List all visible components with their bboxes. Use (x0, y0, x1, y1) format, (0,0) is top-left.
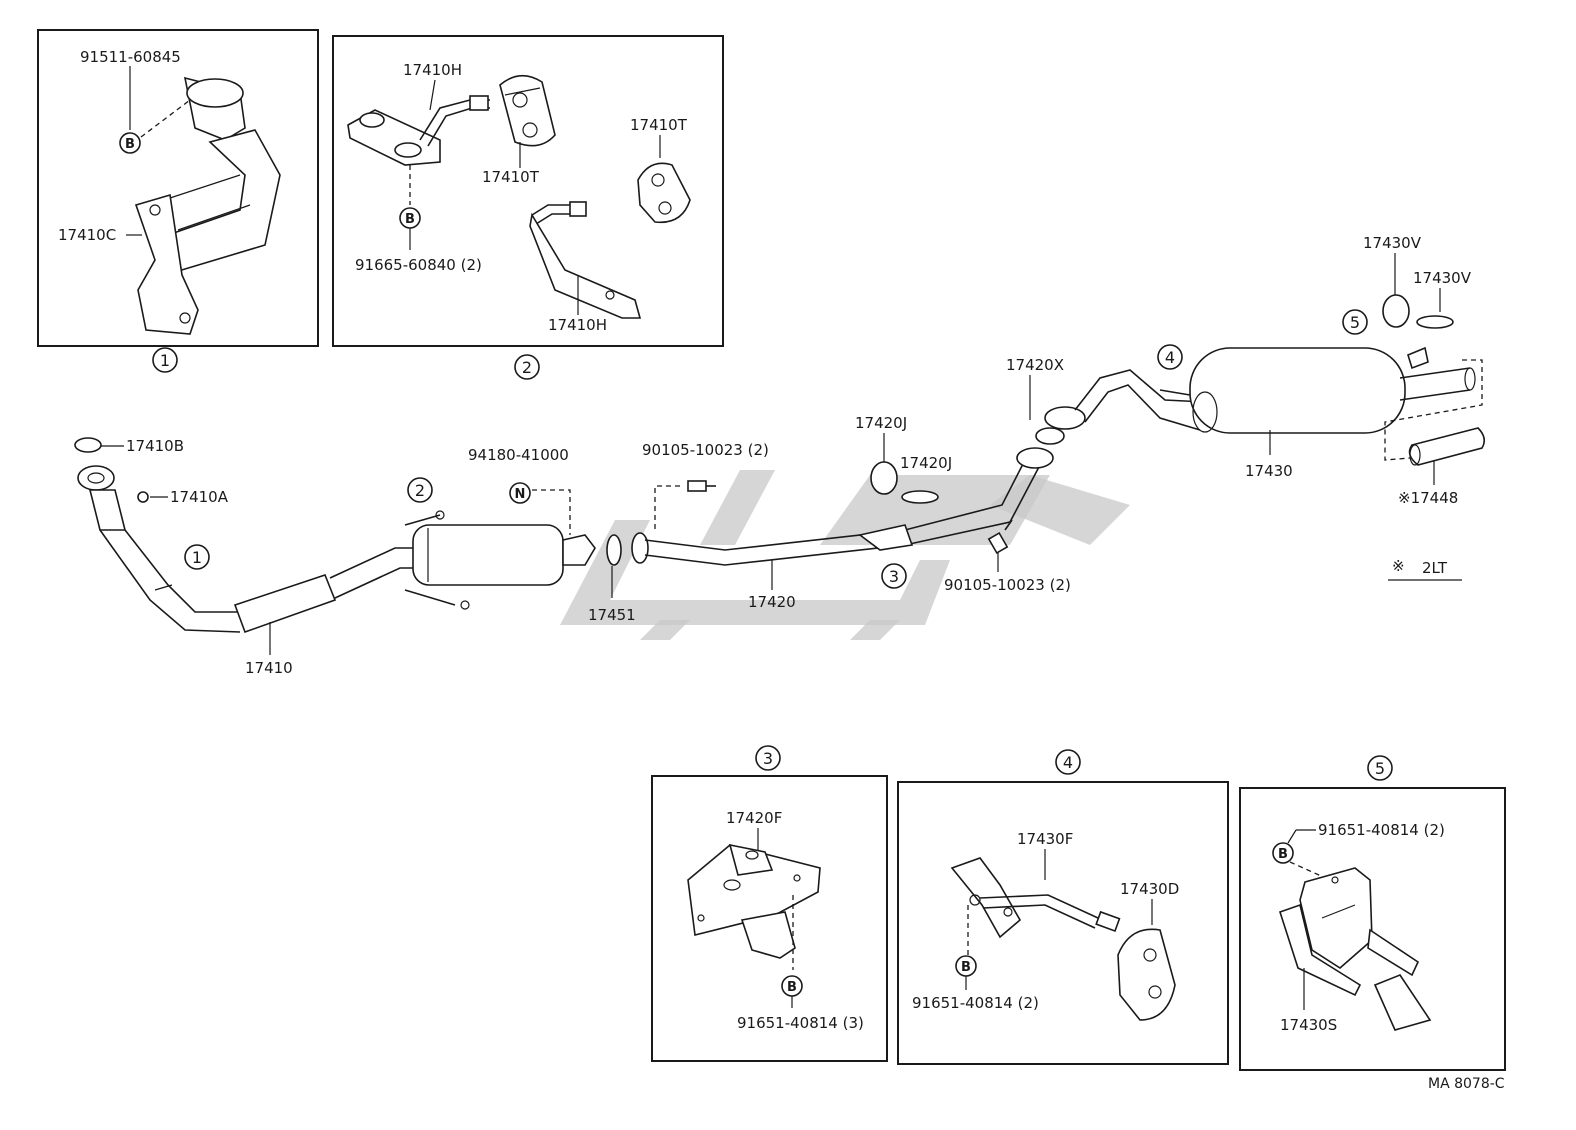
part-bracket-17430S (1278, 867, 1432, 1031)
label-91511-60845: 91511-60845 (80, 48, 181, 66)
label-17420F: 17420F (726, 809, 782, 827)
label-90105-10023-a: 90105-10023 (2) (642, 441, 769, 459)
detail-box-5: 91651-40814 (2) B 17430S (1239, 787, 1506, 1071)
svg-text:3: 3 (763, 749, 773, 768)
circle-label-1-box: 1 (152, 347, 178, 373)
circle-label-5-box: 5 (1367, 755, 1393, 781)
svg-text:B: B (125, 137, 135, 152)
part-hanger-17410H (347, 95, 490, 166)
part-bracket-17410C (134, 76, 281, 335)
nut-17410A (137, 491, 149, 503)
tail-extension-17448 (1408, 427, 1486, 466)
bolt-90105-10023-a (687, 480, 716, 492)
svg-text:B: B (961, 960, 971, 975)
part-bracket-17420F (687, 843, 821, 959)
svg-text:N: N (515, 487, 526, 502)
label-90105-10023-b: 90105-10023 (2) (944, 576, 1071, 594)
badge-b: B (781, 975, 803, 997)
circle-label-4-box: 4 (1055, 749, 1081, 775)
circle-label-2-main: 2 (407, 477, 433, 503)
label-94180-41000: 94180-41000 (468, 446, 569, 464)
label-17448: ※17448 (1398, 489, 1458, 507)
svg-text:※: ※ (1392, 557, 1405, 575)
label-17430V-a: 17430V (1363, 234, 1422, 252)
label-17410T-b: 17410T (630, 116, 688, 134)
circle-label-1-main: 1 (184, 544, 210, 570)
label-17410C: 17410C (58, 226, 116, 244)
svg-text:B: B (787, 980, 797, 995)
svg-text:B: B (1278, 847, 1288, 862)
svg-text:5: 5 (1375, 759, 1385, 778)
svg-text:2LT: 2LT (1422, 559, 1448, 577)
hanger-bracket-3 (858, 524, 914, 551)
label-91665-60840: 91665-60840 (2) (355, 256, 482, 274)
detail-box-1: 91511-60845 B 17410C (37, 29, 319, 347)
badge-n: N (509, 482, 531, 504)
label-17451: 17451 (588, 606, 636, 624)
badge-b: B (399, 207, 421, 229)
label-17410B: 17410B (126, 437, 184, 455)
svg-text:B: B (405, 212, 415, 227)
part-rubber-hanger-17410T-b (637, 162, 691, 224)
part-hanger-17430F (950, 857, 1121, 939)
gasket-17451 (606, 534, 622, 566)
label-91651-40814-a: 91651-40814 (3) (737, 1014, 864, 1032)
tail-pipe-17430 (1044, 346, 1476, 434)
label-17410H-b: 17410H (548, 316, 607, 334)
label-17410: 17410 (245, 659, 293, 677)
center-muffler (404, 510, 596, 610)
badge-b: B (119, 132, 141, 154)
label-17420J-b: 17420J (900, 454, 952, 472)
badge-b: B (955, 955, 977, 977)
label-17420: 17420 (748, 593, 796, 611)
svg-text:1: 1 (160, 351, 170, 370)
detail-box-4: 17430F 17430D B 91651-40814 (2) (897, 781, 1229, 1065)
part-rubber-hanger-17410T-a (499, 74, 556, 147)
svg-text:2: 2 (415, 481, 425, 500)
drawing-code: MA 8078-C (1428, 1076, 1505, 1092)
gasket-17420J-b (901, 490, 939, 504)
svg-text:5: 5 (1350, 313, 1360, 332)
label-17430V-b: 17430V (1413, 269, 1472, 287)
svg-text:4: 4 (1063, 753, 1073, 772)
label-17430F: 17430F (1017, 830, 1073, 848)
circle-label-2-box: 2 (514, 354, 540, 380)
circle-label-3-main: 3 (881, 563, 907, 589)
detail-box-3: 17420F B 91651-40814 (3) (651, 775, 888, 1062)
svg-text:2: 2 (522, 358, 532, 377)
gasket-17430V-a (1382, 294, 1410, 328)
label-91651-40814-c: 91651-40814 (2) (1318, 821, 1445, 839)
gasket-17430V-b (1416, 315, 1454, 329)
circle-label-5-main: 5 (1342, 309, 1368, 335)
label-17420X: 17420X (1006, 356, 1064, 374)
label-17430D: 17430D (1120, 880, 1179, 898)
front-pipe-17410 (77, 465, 415, 634)
svg-text:4: 4 (1165, 348, 1175, 367)
detail-box-2: 17410H B 91665-60840 (2) 17410T 17410T (332, 35, 724, 347)
circle-label-3-box: 3 (755, 745, 781, 771)
badge-b: B (1272, 842, 1294, 864)
legend-2lt: ※ 2LT (1388, 557, 1462, 581)
label-17420J-a: 17420J (855, 414, 907, 432)
label-17410T-a: 17410T (482, 168, 540, 186)
label-17430S: 17430S (1280, 1016, 1337, 1034)
label-17410H-a: 17410H (403, 61, 462, 79)
circle-label-4-main: 4 (1157, 344, 1183, 370)
svg-text:1: 1 (192, 548, 202, 567)
svg-text:3: 3 (889, 567, 899, 586)
bolt-90105-10023-b (987, 519, 1013, 555)
gasket-17420J-a (870, 461, 898, 495)
label-17430: 17430 (1245, 462, 1293, 480)
part-rubber-hanger-17430D (1117, 928, 1176, 1021)
gasket-17410B (74, 437, 102, 453)
part-hanger-17410H-b (529, 201, 642, 319)
label-91651-40814-b: 91651-40814 (2) (912, 994, 1039, 1012)
label-17410A: 17410A (170, 488, 229, 506)
gasket-17420X (1035, 427, 1065, 445)
